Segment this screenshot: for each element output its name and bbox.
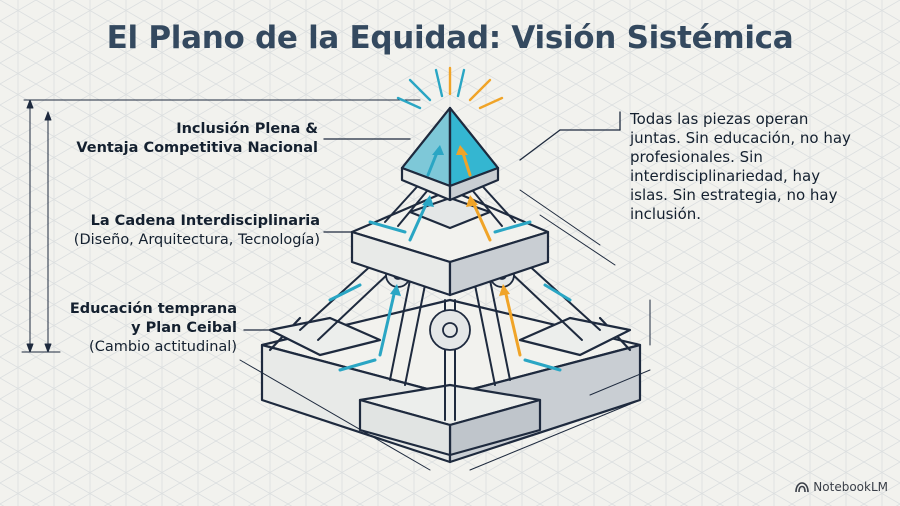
label-middle-subtitle: (Diseño, Arquitectura, Tecnología) [73, 232, 320, 248]
pyramid-apex [400, 106, 500, 202]
label-base-subtitle: (Cambio actitudinal) [89, 339, 237, 355]
label-base-level: Educación temprana y Plan Ceibal (Cambio… [30, 300, 237, 357]
label-base-line2: y Plan Ceibal [131, 320, 237, 336]
brand-watermark: NotebookLM [795, 480, 888, 494]
label-middle-heading: La Cadena Interdisciplinaria [90, 213, 320, 229]
page-title: El Plano de la Equidad: Visión Sistémica [106, 20, 794, 56]
dimension-lines-left [21, 99, 421, 353]
dimension-lines-right [239, 189, 651, 471]
label-apex-level: Inclusión Plena & Ventaja Competitiva Na… [40, 120, 318, 158]
label-apex-line1: Inclusión Plena & [176, 121, 318, 137]
notebooklm-logo-icon [795, 481, 810, 492]
system-note: Todas las piezas operan juntas. Sin educ… [630, 110, 851, 223]
flow-arrows [328, 145, 572, 372]
corner-blocks [268, 316, 632, 457]
leader-lines [243, 111, 621, 331]
label-base-line1: Educación temprana [69, 301, 237, 317]
light-rays [396, 66, 504, 110]
brand-label: NotebookLM [813, 480, 888, 494]
label-middle-level: La Cadena Interdisciplinaria (Diseño, Ar… [30, 212, 320, 250]
label-apex-line2: Ventaja Competitiva Nacional [76, 140, 318, 156]
